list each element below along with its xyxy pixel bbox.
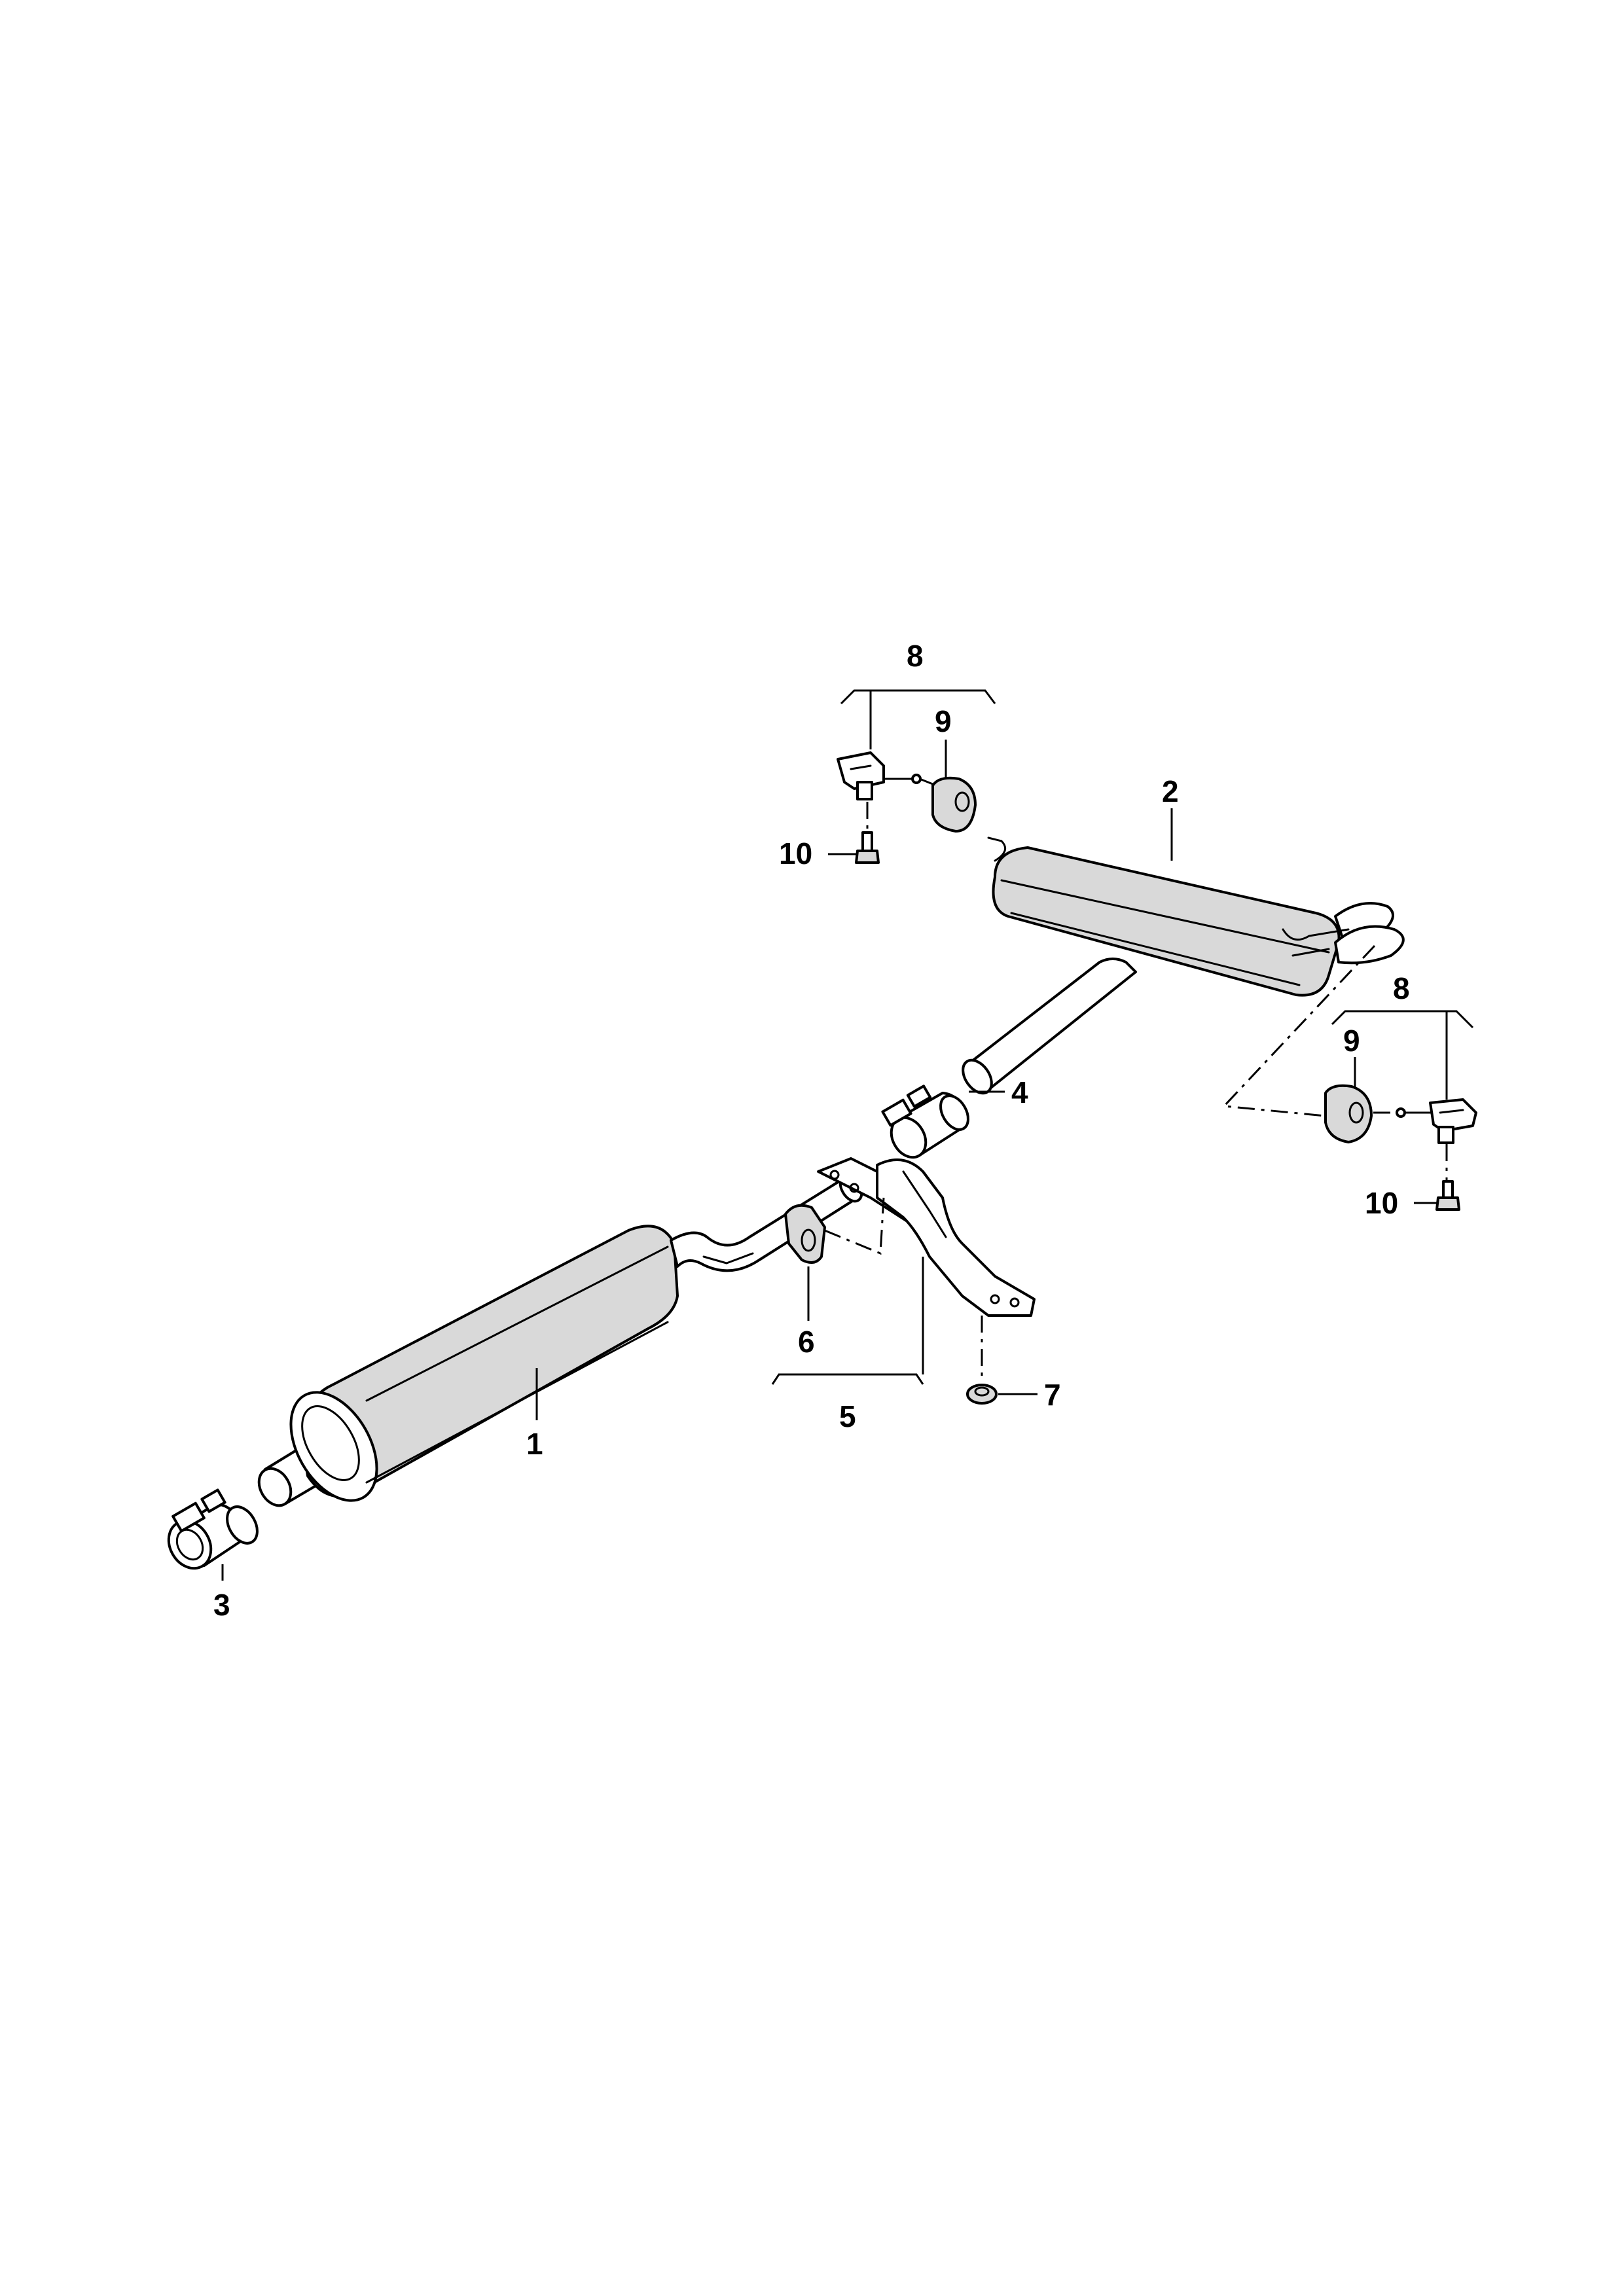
callout-10-top: 10 bbox=[779, 836, 812, 870]
front-clamp bbox=[167, 1488, 259, 1570]
callout-1: 1 bbox=[526, 1427, 543, 1461]
leader-lines bbox=[221, 689, 1474, 1581]
callout-4: 4 bbox=[1011, 1075, 1028, 1109]
middle-clamp bbox=[881, 1085, 969, 1159]
hanger-bracket-top bbox=[837, 751, 922, 800]
callout-6: 6 bbox=[798, 1325, 815, 1359]
callout-10-right: 10 bbox=[1365, 1186, 1398, 1220]
callout-3: 3 bbox=[213, 1588, 230, 1622]
rubber-hanger-top bbox=[931, 776, 977, 833]
callout-8-top: 8 bbox=[907, 639, 924, 673]
callout-5: 5 bbox=[839, 1399, 856, 1433]
callout-7: 7 bbox=[1044, 1378, 1061, 1412]
nut-7 bbox=[966, 1384, 998, 1405]
callout-8-right: 8 bbox=[1393, 971, 1410, 1005]
front-muffler bbox=[257, 1173, 863, 1507]
callout-9-right: 9 bbox=[1343, 1024, 1360, 1058]
callout-labels: 1 2 3 4 5 6 7 8 9 10 8 9 10 bbox=[213, 639, 1410, 1622]
rubber-hanger-6 bbox=[784, 1204, 826, 1264]
callout-9-top: 9 bbox=[935, 704, 952, 738]
rubber-hanger-right bbox=[1324, 1084, 1373, 1143]
alignment-lines bbox=[824, 778, 1448, 1381]
bolt-right bbox=[1435, 1180, 1460, 1211]
bolt-top bbox=[855, 831, 880, 864]
callout-2: 2 bbox=[1162, 774, 1179, 808]
bracket-assembly bbox=[817, 1157, 1036, 1317]
rear-muffler bbox=[962, 836, 1405, 1095]
hanger-bracket-right bbox=[1396, 1098, 1477, 1144]
